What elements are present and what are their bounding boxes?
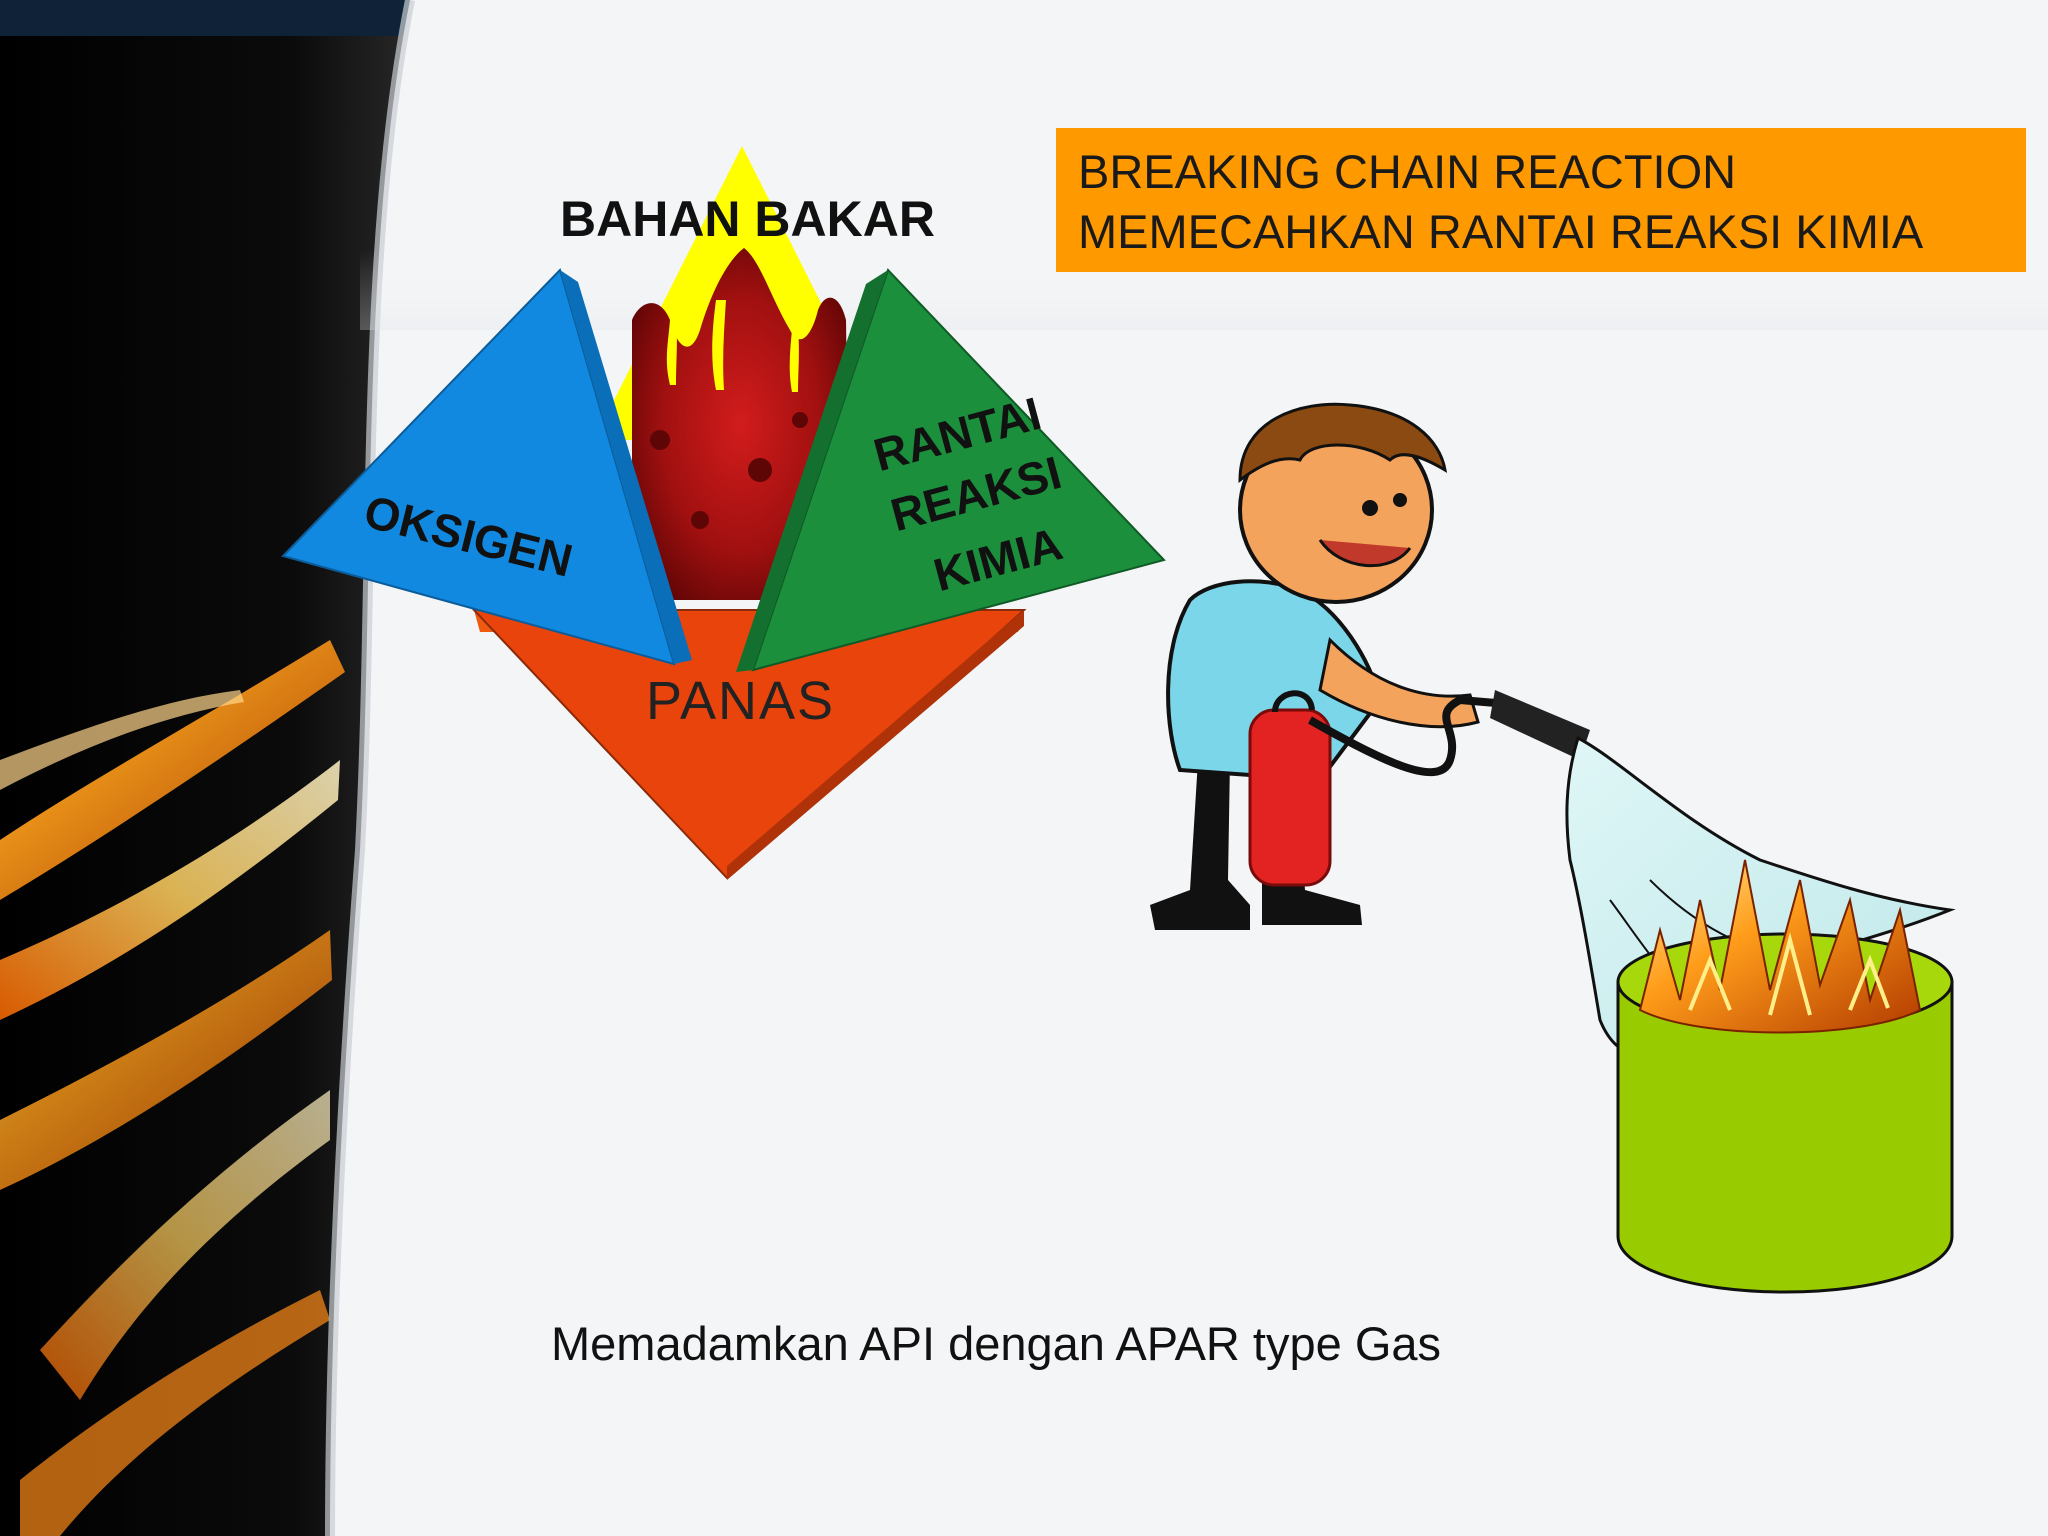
background-fire-panel [0,0,420,1536]
chain-prism-edge [736,270,888,672]
title-box-bg [1056,128,2026,272]
slide-caption: Memadamkan API dengan APAR type Gas [551,1317,1442,1370]
bucket-flames [1638,859,1922,1034]
oxygen-prism-edge [560,270,692,664]
extinguisher-nozzle [1490,690,1590,760]
fire-triangle-diagram [281,146,1166,880]
heat-prism-edge [727,610,1024,880]
bucket-body [1616,980,1954,1294]
fire-extinguisher-icon [1248,708,1332,887]
title-box: BREAKING CHAIN REACTION MEMECAHKAN RANTA… [1056,128,2026,272]
label-heat: PANAS [646,671,836,731]
extinguisher-hose [1308,695,1521,777]
burning-bucket-icon [1616,859,1954,1294]
slide-panel-curve-shadow [325,0,415,1536]
firefighter-hair [1238,402,1448,484]
firefighter-legs [1150,760,1250,930]
title-line-1: BREAKING CHAIN REACTION [1078,145,1737,198]
label-fuel: BAHAN BAKAR [560,191,935,247]
title-line-2: MEMECAHKAN RANTAI REAKSI KIMIA [1078,205,1924,258]
